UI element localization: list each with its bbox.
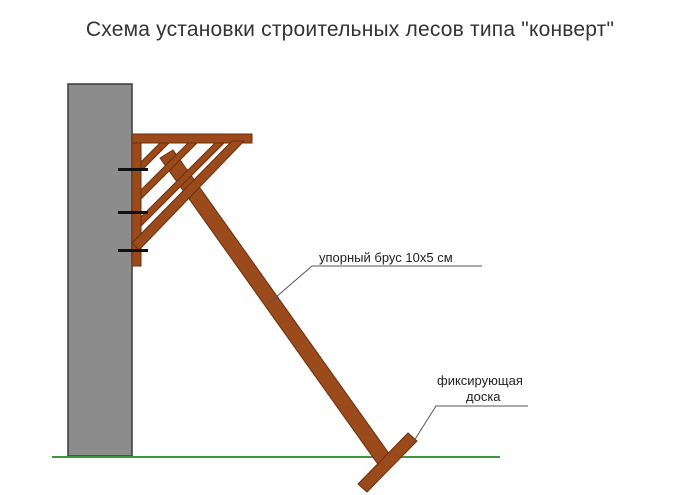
- fixing-board: [357, 432, 418, 493]
- fixing-board-label-line1: фиксирующая: [437, 373, 523, 388]
- bracket-slat: [140, 142, 199, 201]
- brace-beam: [159, 149, 396, 471]
- fixing-board-label-line2: доска: [466, 389, 501, 404]
- brace-label: упорный брус 10x5 см: [319, 250, 453, 265]
- wall-bolt-top: [118, 168, 148, 171]
- wall-bolt-middle: [118, 211, 148, 214]
- wall-bolt-bottom: [118, 249, 148, 252]
- wall: [67, 83, 133, 457]
- bracket-diagonal-strut: [131, 140, 246, 251]
- fixing-board-leader-line: [411, 405, 528, 445]
- bracket-slat: [140, 142, 226, 228]
- page-title: Схема установки строительных лесов типа …: [85, 18, 615, 41]
- brace-leader-line: [267, 265, 482, 305]
